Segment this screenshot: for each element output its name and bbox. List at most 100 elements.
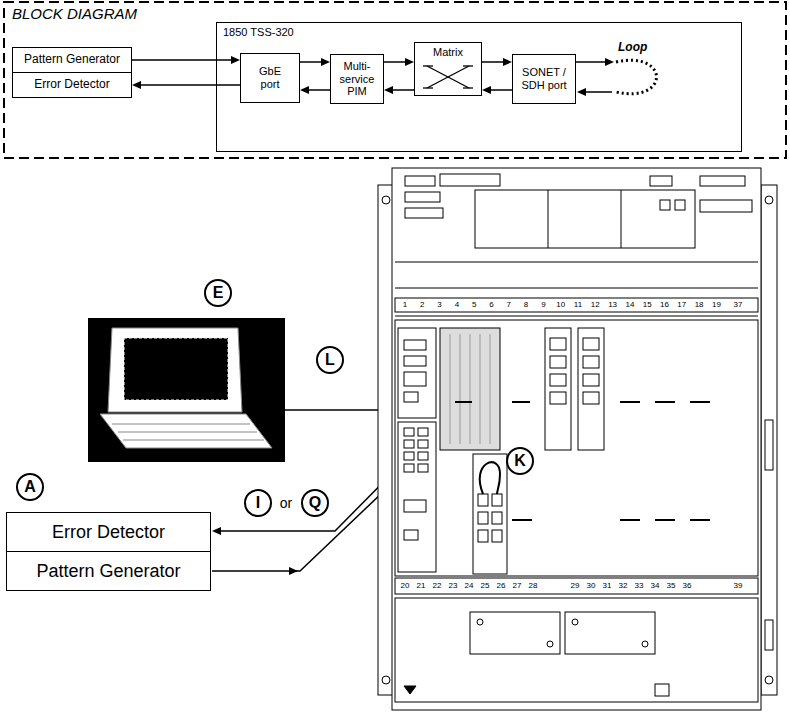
signal-arrow: [384, 58, 414, 66]
matrix-line: [423, 87, 433, 88]
slot-number: 34: [647, 581, 663, 591]
diagram-title: BLOCK DIAGRAM: [10, 5, 139, 22]
arrow-line: [392, 89, 414, 91]
arrow-head: [321, 58, 330, 66]
box-label: Pattern Generator: [36, 561, 180, 582]
callout-letter: I: [244, 489, 272, 517]
slot-number: 31: [599, 581, 615, 591]
slot-number: 36: [679, 581, 695, 591]
matrix-box: Matrix: [414, 42, 482, 96]
slot-number: 4: [449, 300, 465, 310]
slot-number: 20: [397, 581, 413, 591]
arrow-head: [289, 567, 298, 575]
signal-arrow: [482, 86, 512, 94]
callout-letter: E: [204, 279, 232, 307]
arrow-head: [384, 86, 393, 94]
slot-number: 3: [432, 300, 448, 310]
matrix-line: [427, 66, 469, 88]
arrow-line: [300, 61, 322, 63]
callout-letter: K: [506, 447, 534, 475]
box-label: SONET / SDH port: [516, 66, 572, 91]
slot-number: 28: [525, 581, 541, 591]
conjunction-text: or: [279, 495, 293, 511]
slot-number: 14: [622, 300, 638, 310]
callout-letter: Q: [301, 489, 329, 517]
slot-number: 22: [429, 581, 445, 591]
arrow-head: [503, 58, 512, 66]
callout-letter: L: [316, 346, 344, 374]
instrument-box: Error Detector: [6, 512, 211, 552]
box-label: GbE port: [253, 65, 287, 90]
slot-number: 39: [730, 581, 746, 591]
port-box: SONET / SDH port: [512, 54, 576, 104]
matrix-line: [463, 65, 473, 66]
slot-number: 1: [397, 300, 413, 310]
rack-illustration: [378, 168, 777, 710]
slot-number: 7: [501, 300, 517, 310]
box-label: Matrix: [433, 46, 463, 59]
box-label: Multi-service PIM: [334, 60, 380, 98]
arrow-line: [490, 89, 512, 91]
slot-number: 32: [615, 581, 631, 591]
signal-arrow: [482, 58, 512, 66]
matrix-line: [423, 65, 433, 66]
slot-number: 11: [570, 300, 586, 310]
box-label: Error Detector: [52, 522, 165, 543]
arrow-line: [482, 61, 504, 63]
equipment-box: 1850 TSS-320GbE port Multi-service PIM Mat…: [216, 22, 742, 152]
arrow-line: [132, 59, 232, 61]
slot-number: 2: [414, 300, 430, 310]
arrow-line: [384, 61, 406, 63]
arrow-head: [300, 86, 309, 94]
slot-number: 18: [691, 300, 707, 310]
slot-number: 25: [477, 581, 493, 591]
slot-number: 16: [657, 300, 673, 310]
slot-number: 9: [535, 300, 551, 310]
slot-number: 23: [445, 581, 461, 591]
signal-arrow: [384, 86, 414, 94]
slot-number: 24: [461, 581, 477, 591]
arrow-head: [132, 81, 141, 89]
loop-label: Loop: [618, 40, 647, 54]
slot-number: 12: [587, 300, 603, 310]
slot-number: 26: [493, 581, 509, 591]
dashed-frame: [4, 2, 786, 158]
arrow-head: [482, 86, 491, 94]
signal-arrow: [300, 58, 330, 66]
matrix-line: [427, 66, 469, 88]
slot-number: 8: [518, 300, 534, 310]
matrix-symbol: [423, 62, 473, 92]
slot-number: 30: [583, 581, 599, 591]
slot-number: 15: [639, 300, 655, 310]
slot-number: 33: [631, 581, 647, 591]
instrument-box: Error Detector: [12, 72, 132, 98]
arrow-head: [231, 56, 240, 64]
callout-letter: A: [16, 473, 44, 501]
box-label: 1850 TSS-320: [223, 26, 294, 39]
instrument-box: Pattern Generator: [6, 551, 211, 591]
laptop-illustration: [88, 318, 285, 462]
slot-number: 29: [567, 581, 583, 591]
slot-number: 37: [730, 300, 746, 310]
slot-number: 10: [553, 300, 569, 310]
slot-number: 6: [484, 300, 500, 310]
matrix-line: [463, 87, 473, 88]
arrow-head: [212, 527, 221, 535]
signal-arrow: [132, 81, 240, 89]
signal-arrow: [300, 86, 330, 94]
slot-number: 27: [509, 581, 525, 591]
pim-box: Multi-service PIM: [330, 54, 384, 104]
box-label: Pattern Generator: [24, 53, 120, 67]
slot-number: 21: [413, 581, 429, 591]
slot-number: 5: [466, 300, 482, 310]
slot-number: 35: [663, 581, 679, 591]
box-label: Error Detector: [34, 78, 109, 92]
loop-symbol: [576, 58, 657, 96]
instrument-box: Pattern Generator: [12, 47, 132, 73]
signal-arrow: [132, 56, 240, 64]
slot-number: 13: [605, 300, 621, 310]
slot-number: 17: [674, 300, 690, 310]
